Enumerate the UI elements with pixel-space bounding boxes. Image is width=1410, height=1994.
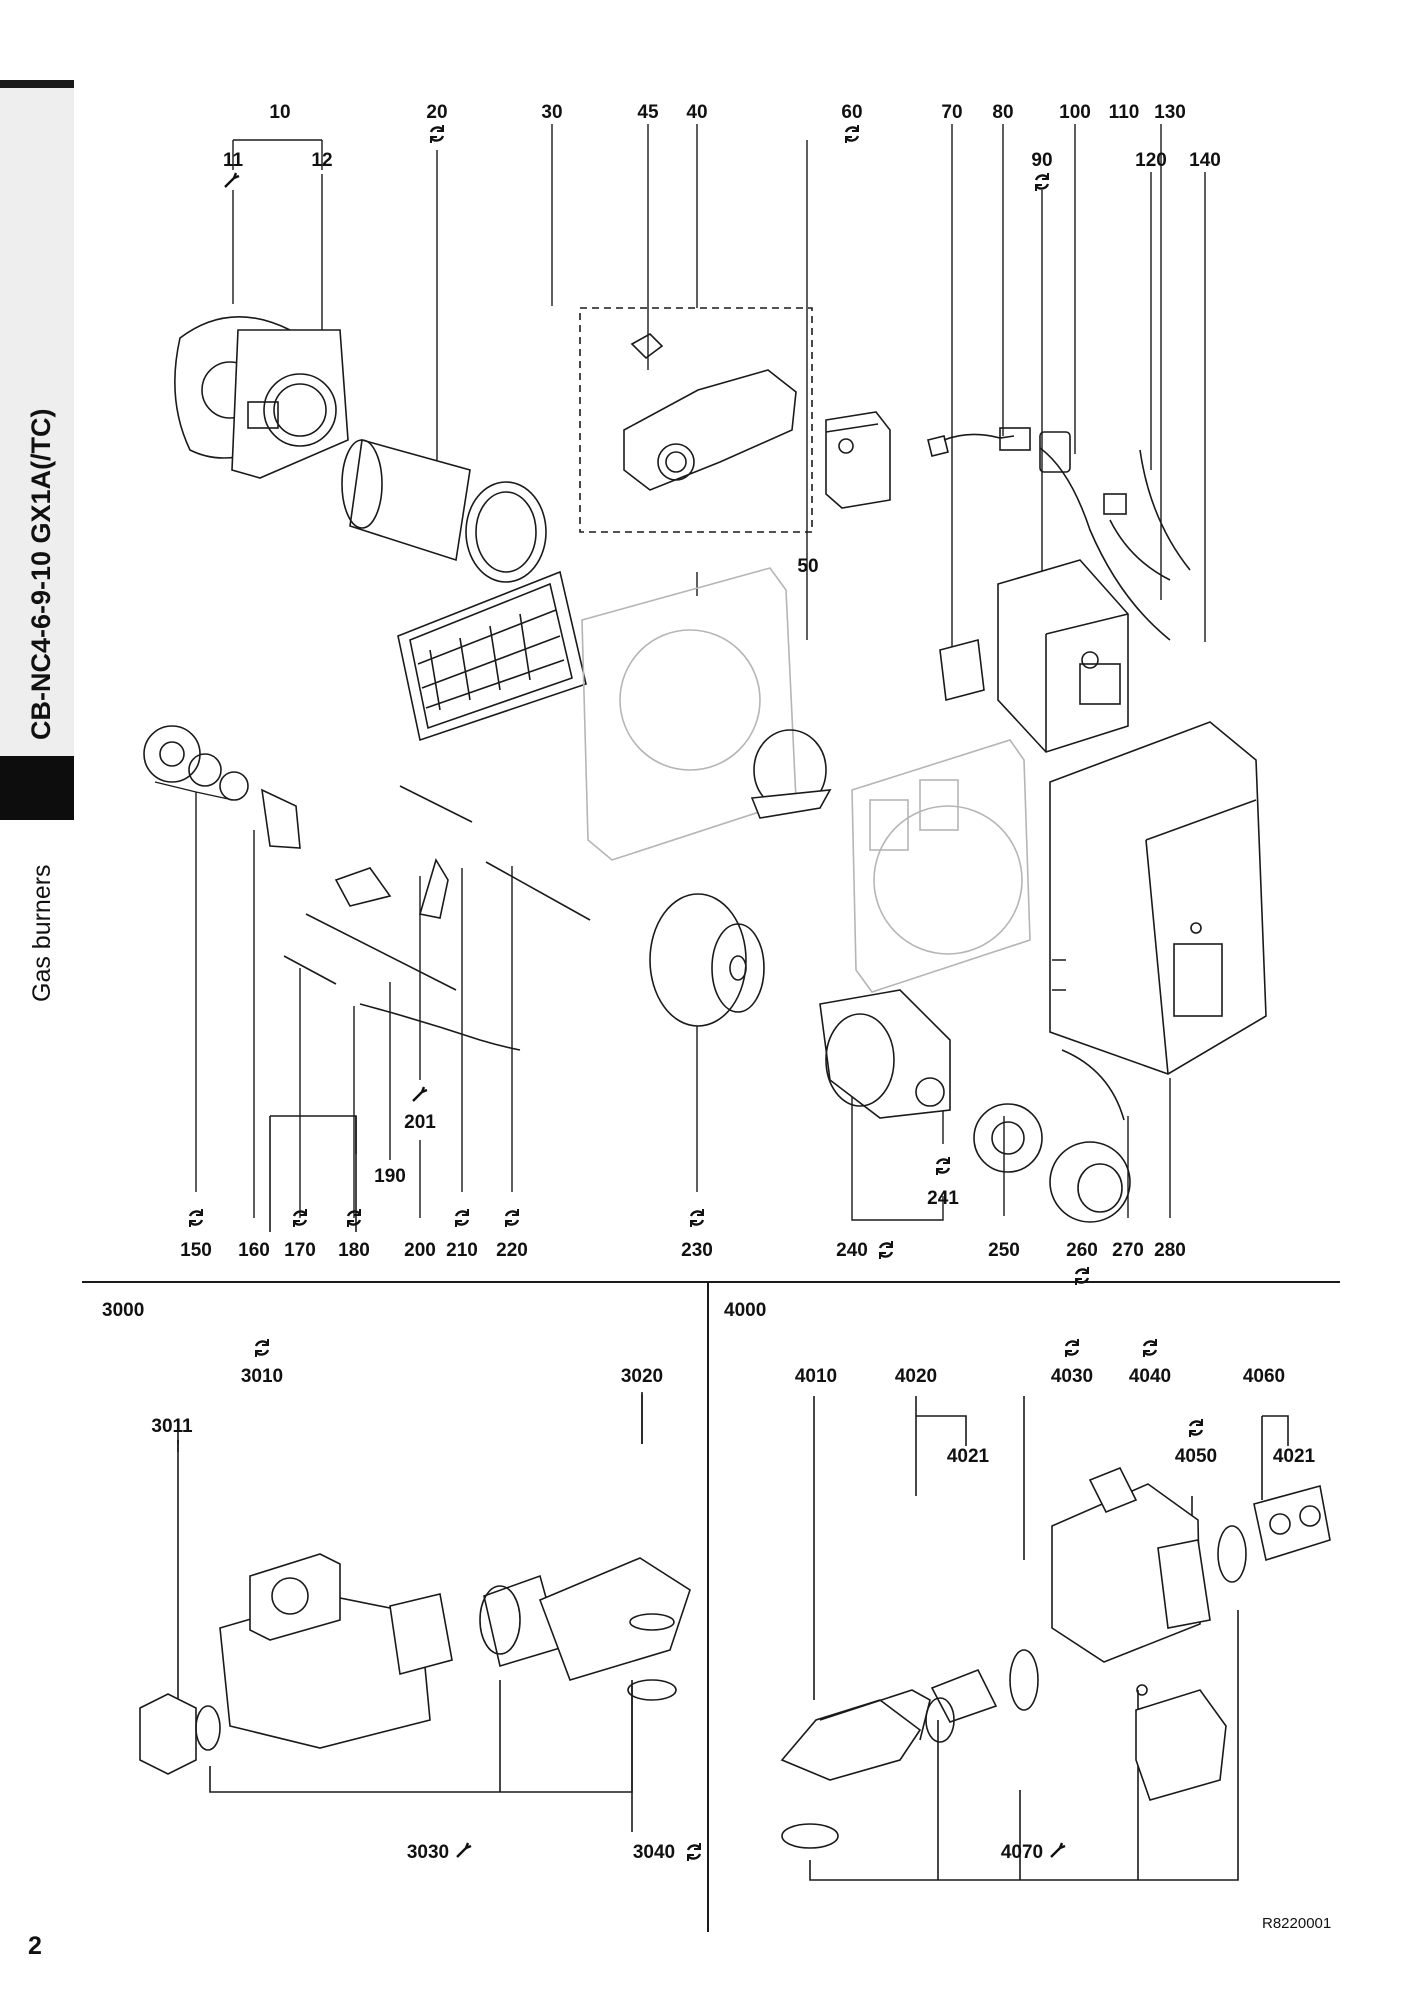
- rotate-arrows-icon: [878, 1241, 894, 1259]
- label-part-140: 140: [1189, 150, 1221, 171]
- label-part-100: 100: [1059, 102, 1091, 123]
- wrench-icon: [456, 1842, 472, 1858]
- label-part-120: 120: [1135, 150, 1167, 171]
- rotate-arrows-icon: [254, 1339, 270, 1357]
- label-part-20: 20: [426, 102, 448, 123]
- wrench-icon: [412, 1086, 428, 1102]
- sidebar-black-tab: [0, 756, 74, 820]
- section-label-3000: 3000: [102, 1300, 145, 1321]
- label-part-3030: 3030: [406, 1842, 450, 1863]
- label-part-150: 150: [180, 1240, 212, 1261]
- part-ignition-block: [825, 411, 891, 509]
- wrench-icon: [224, 172, 240, 188]
- label-part-270: 270: [1112, 1240, 1144, 1261]
- label-part-4010: 4010: [794, 1366, 838, 1387]
- page-number: 2: [28, 1932, 42, 1960]
- part-fan-wheel: [649, 893, 765, 1027]
- label-part-200: 200: [404, 1240, 436, 1261]
- label-part-4070: 4070: [1000, 1842, 1044, 1863]
- rotate-arrows-icon: [1142, 1339, 1158, 1357]
- part-flame-tube: [341, 438, 547, 583]
- label-part-4040: 4040: [1128, 1366, 1172, 1387]
- part-air-damper-assembly: [579, 307, 813, 533]
- gas-train-4000: [780, 1396, 1331, 1881]
- label-part-40: 40: [686, 102, 708, 123]
- label-part-240: 240: [836, 1240, 868, 1261]
- label-part-70: 70: [941, 102, 963, 123]
- label-part-4021-a: 4021: [946, 1446, 990, 1467]
- part-cover: [1049, 721, 1267, 1075]
- label-part-230: 230: [681, 1240, 713, 1261]
- label-part-130: 130: [1154, 102, 1186, 123]
- rotate-arrows-icon: [1074, 1267, 1090, 1285]
- label-part-180: 180: [338, 1240, 370, 1261]
- drawing-reference: R8220001: [1262, 1915, 1332, 1932]
- leader-lines-bottom: [154, 781, 1171, 1221]
- label-part-170: 170: [284, 1240, 316, 1261]
- part-electrodes: [283, 785, 591, 1051]
- wrench-icon: [1050, 1842, 1066, 1858]
- rotate-arrows-icon: [346, 1209, 362, 1227]
- rotate-arrows-icon: [1064, 1339, 1080, 1357]
- rotate-arrows-icon: [454, 1209, 470, 1227]
- part-wiring-harness: [927, 427, 1191, 702]
- rotate-arrows-icon: [689, 1209, 705, 1227]
- section-dividers: [82, 1281, 1340, 1932]
- label-part-12: 12: [311, 150, 333, 171]
- gas-train-3000: [139, 1115, 691, 1832]
- part-control-unit: [997, 559, 1129, 753]
- label-part-220: 220: [496, 1240, 528, 1261]
- part-flange-gasket: [174, 316, 349, 479]
- label-part-45: 45: [637, 102, 659, 123]
- sidebar-top-rule: [0, 80, 74, 88]
- label-part-90: 90: [1031, 150, 1053, 171]
- rotate-arrows-icon: [504, 1209, 520, 1227]
- sidebar-grey-panel: [0, 88, 74, 756]
- label-part-250: 250: [988, 1240, 1020, 1261]
- label-part-280: 280: [1154, 1240, 1186, 1261]
- part-housing-ghost: [581, 567, 1031, 993]
- label-part-4030: 4030: [1050, 1366, 1094, 1387]
- part-air-damper-disc: [750, 729, 832, 819]
- label-part-80: 80: [992, 102, 1014, 123]
- label-part-3020: 3020: [620, 1366, 664, 1387]
- label-part-110: 110: [1108, 102, 1140, 123]
- section-label-4000: 4000: [724, 1300, 767, 1321]
- label-part-10: 10: [269, 102, 291, 123]
- rotate-arrows-icon: [935, 1157, 951, 1175]
- rotate-arrows-icon: [429, 125, 445, 143]
- rotate-arrows-icon: [686, 1843, 702, 1861]
- label-part-3011: 3011: [151, 1416, 193, 1437]
- label-part-4060: 4060: [1242, 1366, 1286, 1387]
- label-part-210: 210: [446, 1240, 478, 1261]
- label-part-201: 201: [404, 1112, 436, 1133]
- part-capacitor: [1049, 1049, 1131, 1223]
- label-part-50: 50: [797, 556, 819, 577]
- part-motor-flange: [973, 1103, 1043, 1173]
- label-part-60: 60: [841, 102, 863, 123]
- label-part-30: 30: [541, 102, 563, 123]
- label-part-260: 260: [1066, 1240, 1098, 1261]
- label-part-190: 190: [374, 1166, 406, 1187]
- rotate-arrows-icon: [1034, 173, 1050, 191]
- label-part-160: 160: [238, 1240, 270, 1261]
- label-part-4050: 4050: [1174, 1446, 1218, 1467]
- rotate-arrows-icon: [1188, 1419, 1204, 1437]
- part-air-grille: [397, 570, 587, 742]
- label-part-3010: 3010: [240, 1366, 284, 1387]
- label-part-11: 11: [222, 150, 244, 171]
- part-motor: [819, 989, 951, 1119]
- label-part-4020: 4020: [894, 1366, 938, 1387]
- label-part-4021-b: 4021: [1272, 1446, 1316, 1467]
- label-part-241: 241: [927, 1188, 959, 1209]
- rotate-arrows-icon: [844, 125, 860, 143]
- rotate-arrows-icon: [292, 1209, 308, 1227]
- rotate-arrows-icon: [188, 1209, 204, 1227]
- part-diffuser: [143, 725, 301, 849]
- label-part-3040: 3040: [632, 1842, 676, 1863]
